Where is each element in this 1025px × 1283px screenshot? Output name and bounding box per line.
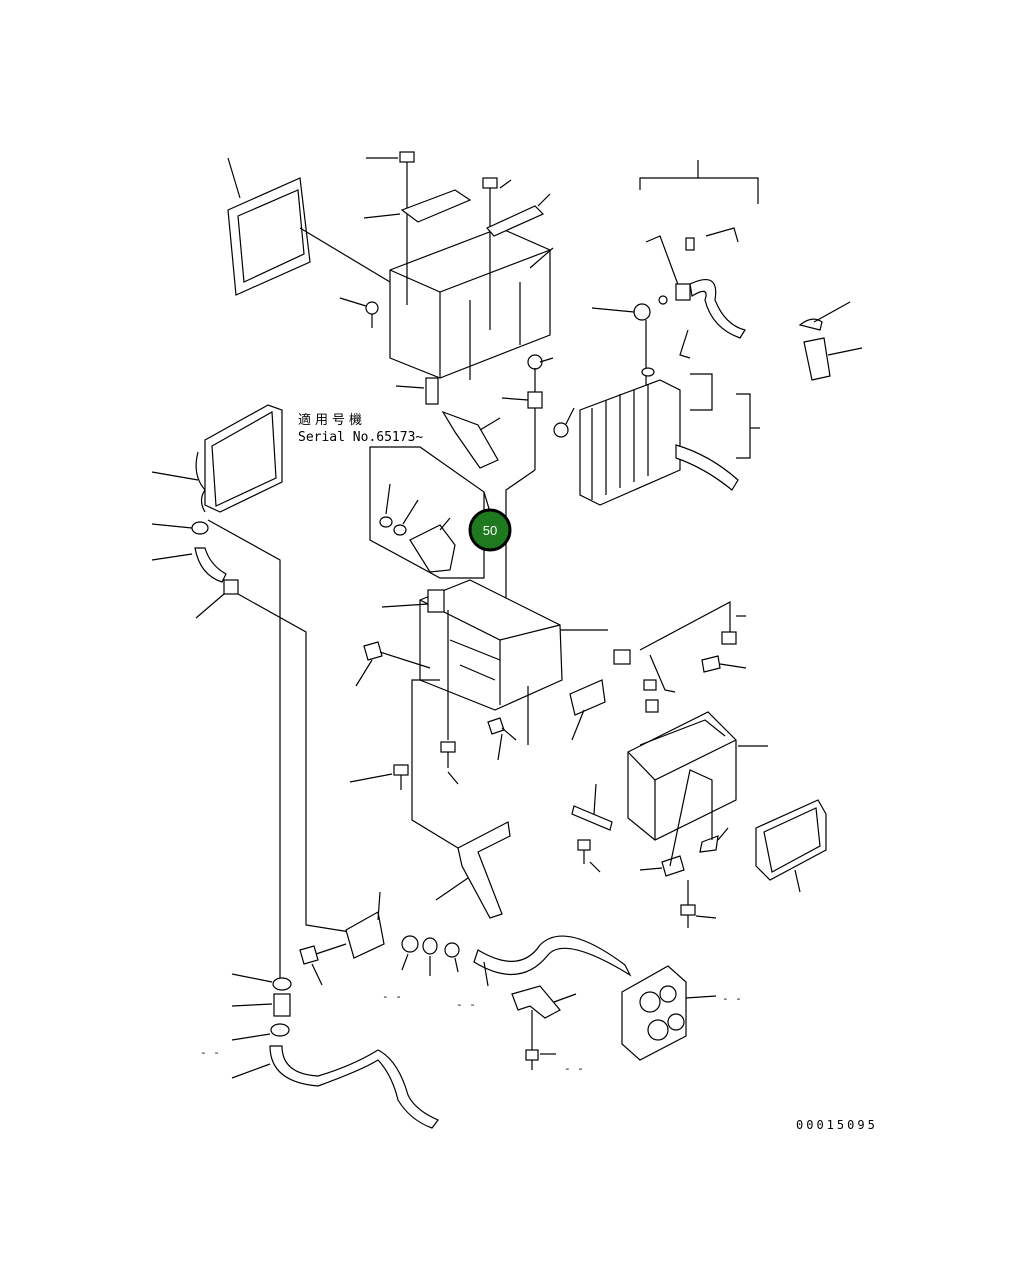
clip-controller-part	[639, 769, 729, 877]
heater-hose-part	[473, 935, 632, 987]
drawing-code: 00015095	[796, 1118, 878, 1132]
hose-fittings-part	[401, 935, 460, 976]
pipe-bracket-part	[345, 891, 385, 959]
plate-gasket-part	[571, 783, 613, 831]
blank-mark-4: - -	[564, 1062, 584, 1075]
clamp-bottom2-part	[231, 1023, 290, 1041]
blank-mark-2: - -	[456, 998, 476, 1011]
hose-clamp-left-part	[151, 521, 209, 535]
bolt-case-center-part	[487, 686, 529, 761]
return-hose-part	[231, 1045, 439, 1129]
hose-clamp-left2-part	[195, 579, 239, 619]
drain-cap-part	[798, 301, 863, 381]
screw-left-part	[339, 297, 379, 328]
bracket-case-right-part	[569, 679, 606, 741]
evaporator-core-part	[579, 367, 760, 506]
small-bracket-part	[395, 377, 439, 405]
elbow-hose-left-part	[151, 547, 227, 583]
bolt-controller-lower-part	[680, 880, 717, 928]
clamp-bracket-part	[511, 985, 577, 1050]
left-routing-lines	[207, 519, 351, 985]
bolt-left-lower-part	[349, 679, 440, 790]
controller-box-part	[627, 711, 768, 841]
clamp-bottom-part	[231, 973, 292, 991]
blank-mark-3: - -	[200, 1046, 220, 1059]
bolt-case-lower-part	[440, 610, 459, 785]
upper-duct-housing-part	[299, 227, 554, 380]
gasket-frame-part	[227, 157, 311, 296]
applicability-note-jp: 適用号機	[298, 412, 366, 428]
kit-group-outline	[369, 446, 485, 579]
hose-joint-part	[231, 993, 291, 1017]
evaporator-group-bracket	[639, 160, 759, 204]
serial-number-note: Serial No.65173~	[298, 430, 423, 445]
blank-mark-1: - -	[382, 990, 402, 1003]
clip-center-part	[501, 354, 554, 470]
bolt-controller-part	[577, 839, 601, 873]
bolt-top-right-part	[482, 177, 512, 330]
grommet-part	[553, 407, 575, 438]
expansion-valve-part	[645, 227, 746, 339]
bolt-top-left-part	[366, 151, 415, 305]
callout-badge-50[interactable]: 50	[468, 508, 512, 552]
bolt-clamp-part	[525, 1049, 556, 1070]
bolt-case-left-part	[355, 641, 431, 687]
mount-bracket-part	[381, 589, 445, 613]
callout-badge-label: 50	[483, 523, 497, 538]
seal-frame-part	[755, 799, 827, 893]
bolt-pipe-part	[299, 943, 347, 986]
valve-panel-part	[621, 965, 717, 1061]
bracket-plate-part	[441, 410, 501, 469]
wire-harness-part	[613, 601, 747, 713]
bracket-top-right-part	[486, 193, 551, 237]
support-bracket-part	[411, 760, 511, 919]
blank-mark-5: - -	[722, 992, 742, 1005]
bracket-top-left-part	[363, 189, 472, 223]
heater-core-part	[151, 404, 283, 513]
